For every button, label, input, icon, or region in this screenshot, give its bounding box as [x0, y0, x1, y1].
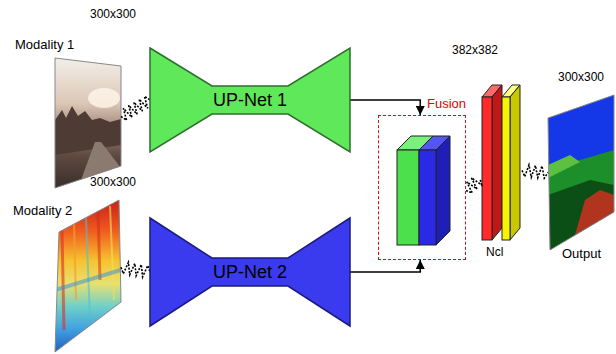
fused-feature-block	[397, 136, 450, 245]
node-label: 382x382	[452, 44, 498, 58]
data-flow-link	[522, 165, 548, 178]
node-label: Modality 1	[15, 38, 74, 53]
data-flow-link	[466, 178, 482, 193]
encoder-decoder-net: UP-Net 2	[150, 218, 350, 326]
conv-layers: 382x382Ncl	[480, 83, 522, 242]
input-image: Modality 2300x300	[55, 198, 121, 352]
data-flow-link	[121, 96, 150, 120]
node-label: Output	[562, 247, 601, 262]
camera-image	[55, 58, 121, 188]
node-label: 300x300	[90, 176, 136, 190]
fusion-region: Fusion	[378, 115, 466, 260]
flow-arrow	[350, 100, 420, 115]
input-image: Modality 1300x300	[55, 58, 121, 188]
depth-image	[55, 200, 121, 352]
node-label: Modality 2	[13, 204, 72, 219]
node-label: Fusion	[427, 97, 466, 112]
network-name: UP-Net 2	[213, 262, 287, 283]
conv-layer-slabs	[482, 85, 520, 240]
network-name: UP-Net 1	[213, 90, 287, 111]
node-label: 300x300	[90, 8, 136, 22]
flow-arrow	[350, 260, 420, 272]
data-flow-link	[121, 262, 150, 276]
segmentation-output	[548, 95, 614, 250]
node-label: 300x300	[558, 71, 604, 85]
node-label: Ncl	[486, 246, 503, 260]
output-image: 300x300Output	[548, 95, 614, 250]
encoder-decoder-net: UP-Net 1	[150, 48, 350, 152]
